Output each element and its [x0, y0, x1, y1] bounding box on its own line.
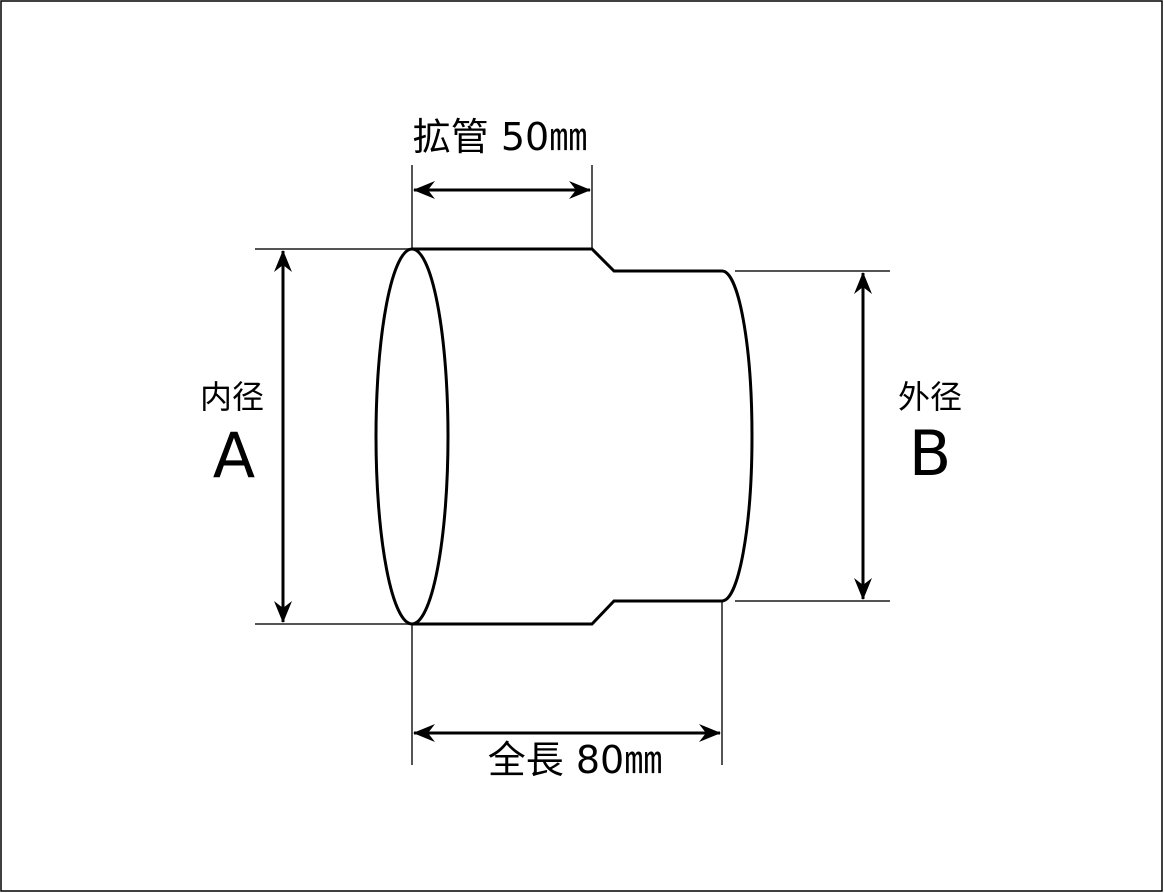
inner-diameter-label: 内径: [200, 378, 264, 416]
extension-lines: [255, 165, 890, 765]
pipe-right-end-arc: [721, 269, 754, 603]
dimension-arrows: [274, 181, 872, 742]
pipe-body: [374, 247, 754, 626]
outer-diameter-letter: B: [909, 417, 952, 490]
inner-diameter-letter: A: [213, 419, 255, 492]
total-length-label: 全長 80㎜: [488, 738, 662, 782]
expansion-label: 拡管 50㎜: [413, 115, 587, 159]
pipe-bottom-edge: [412, 599, 722, 626]
outer-diameter-label: 外径: [898, 378, 962, 416]
pipe-top-edge: [412, 247, 722, 273]
pipe-left-opening: [374, 247, 450, 626]
